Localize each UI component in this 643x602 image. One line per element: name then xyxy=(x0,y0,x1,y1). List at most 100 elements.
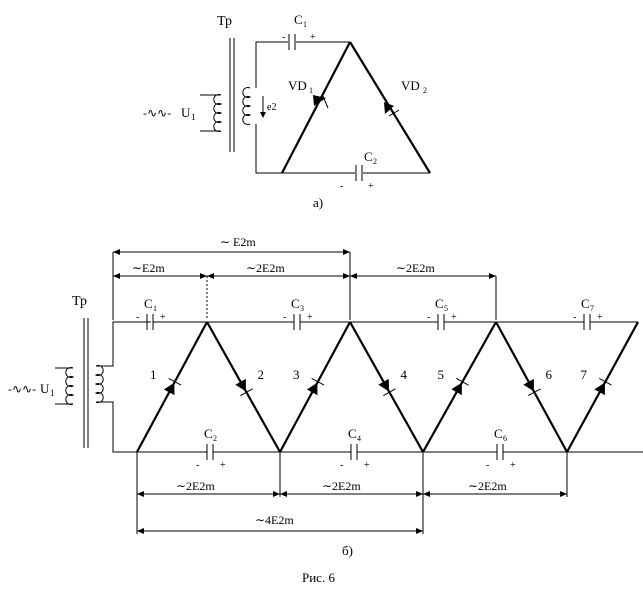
fig-b-diode-bar xyxy=(456,377,469,386)
fig-b-bottom-cap-3-sub: 6 xyxy=(503,434,507,443)
fig-b-primary-winding xyxy=(65,367,75,405)
fig-b-bottom-cap-1-sub: 2 xyxy=(213,434,217,443)
fig-b-diode-number: 2 xyxy=(258,367,265,382)
fig-b-diode-triangle xyxy=(306,382,318,396)
fig-b-source-tilde: -∿∿- xyxy=(8,382,36,396)
fig-b-bottom-cap-1-label: C xyxy=(204,426,213,441)
fig-b-top-cap-1-plus: + xyxy=(160,312,166,323)
fig-b-dim-top-1 xyxy=(113,273,207,279)
fig-b-dim-label-bot-2: ∼2E2m xyxy=(322,479,361,493)
fig-a-c2-label: C xyxy=(364,149,373,164)
fig-b-diode-number: 4 xyxy=(401,367,408,382)
figure-a: Тр e2 -∿∿- U 1 C 1 - + C 2 - + xyxy=(143,12,431,210)
fig-b-diode-icon xyxy=(235,378,253,397)
fig-a-emf-arrowhead xyxy=(260,112,266,118)
fig-b-diode-bar xyxy=(598,377,612,386)
fig-b-bottom-cap-3-plus: + xyxy=(510,460,516,471)
fig-b-diode-triangle xyxy=(235,378,246,392)
fig-a-vd1-label: VD xyxy=(288,78,307,93)
fig-b-diode-number: 3 xyxy=(293,367,300,382)
fig-b-diode-icon xyxy=(594,377,612,396)
figure-caption: Рис. 6 xyxy=(302,570,335,585)
fig-a-vd2-label: VD xyxy=(401,78,420,93)
fig-b-caption: б) xyxy=(342,543,353,558)
fig-a-source-tilde: -∿∿- xyxy=(143,106,171,120)
fig-b-dim-label-top-1: ∼E2m xyxy=(132,261,165,275)
fig-a-vd1-sub: 1 xyxy=(309,86,313,95)
fig-b-top-cap-4-label: C xyxy=(581,296,590,311)
figure-b: ∼ E2m ∼E2m ∼2E2m ∼2E2m ∼2E2m ∼2E2m ∼2E2m… xyxy=(8,235,643,558)
fig-b-dim-top-full xyxy=(113,249,350,255)
fig-b-top-cap-4-sub: 7 xyxy=(590,304,594,313)
fig-b-diode-number: 7 xyxy=(581,367,588,382)
fig-b-dim-label-top-3: ∼2E2m xyxy=(396,261,435,275)
fig-a-source-sub: 1 xyxy=(191,112,196,122)
fig-b-dim-label-top-full: ∼ E2m xyxy=(220,235,256,249)
fig-b-rails xyxy=(113,321,643,453)
fig-b-top-cap-2-sub: 3 xyxy=(300,304,304,313)
fig-a-wire-top-left xyxy=(255,41,288,88)
fig-a-transformer-label: Тр xyxy=(217,14,232,29)
fig-b-diode-icon xyxy=(451,377,469,396)
fig-b-bottom-cap-1-minus: - xyxy=(196,460,199,471)
fig-b-diode-triangle xyxy=(378,378,389,392)
fig-b-bottom-cap-1-plus: + xyxy=(220,460,226,471)
fig-a-vd1-diode-icon xyxy=(313,93,329,109)
fig-b-secondary-winding xyxy=(94,365,104,403)
fig-a-c1-plus: + xyxy=(310,32,316,43)
fig-b-bottom-cap-3-minus: - xyxy=(486,460,489,471)
fig-b-dim-top-3 xyxy=(350,273,496,279)
fig-b-diode-triangle xyxy=(523,378,534,392)
fig-a-wire-bottom-left xyxy=(255,124,355,174)
fig-b-bottom-cap-2-sub: 4 xyxy=(357,434,361,443)
fig-a-c1-minus: - xyxy=(282,32,285,43)
fig-b-diode-icon xyxy=(306,377,325,396)
fig-b-diode-bar xyxy=(527,388,541,397)
fig-b-top-cap-3-plus: + xyxy=(451,312,457,323)
fig-a-c1-label: C xyxy=(294,12,303,27)
fig-b-top-cap-2-label: C xyxy=(291,296,300,311)
fig-a-vd1-branch xyxy=(281,41,351,174)
fig-b-diode-triangle xyxy=(451,382,462,396)
fig-b-diode-icon xyxy=(523,378,541,397)
fig-b-dim-bot-full xyxy=(137,528,423,534)
fig-b-top-cap-3-minus: - xyxy=(427,312,430,323)
fig-b-diode-bar xyxy=(311,377,325,386)
fig-b-dim-top-2 xyxy=(207,273,350,279)
fig-b-bottom-cap-2-minus: - xyxy=(340,460,343,471)
fig-b-dim-label-bot-3: ∼2E2m xyxy=(468,479,507,493)
fig-b-top-cap-4-plus: + xyxy=(597,312,603,323)
fig-b-diode-bar xyxy=(240,388,253,397)
fig-b-top-cap-2-minus: - xyxy=(283,312,286,323)
fig-b-bottom-cap-2-plus: + xyxy=(364,460,370,471)
fig-b-dim-label-bot-full: ∼4E2m xyxy=(255,513,294,527)
fig-b-diode-number: 1 xyxy=(150,367,157,382)
fig-b-diode-bar xyxy=(383,388,396,397)
fig-b-bottom-cap-2-label: C xyxy=(348,426,357,441)
fig-b-top-cap-1-label: C xyxy=(144,296,153,311)
fig-b-dim-label-bot-1: ∼2E2m xyxy=(176,479,215,493)
fig-b-top-cap-3-label: C xyxy=(435,296,444,311)
fig-b-dim-bot-3 xyxy=(423,491,567,497)
fig-b-diode-icon xyxy=(163,377,182,396)
fig-a-source-label: U xyxy=(181,105,191,120)
fig-b-source-label: U xyxy=(40,381,50,396)
fig-b-secondary-top-wire xyxy=(96,321,151,367)
fig-b-top-cap-1-minus: - xyxy=(136,312,139,323)
fig-a-vd2-sub: 2 xyxy=(423,86,427,95)
fig-a-c2-plus: + xyxy=(368,181,374,192)
fig-b-bottom-cap-3-label: C xyxy=(494,426,503,441)
fig-b-dim-bot-2 xyxy=(280,491,423,497)
fig-b-diode-bar xyxy=(168,377,182,386)
fig-b-top-cap-1-sub: 1 xyxy=(153,304,157,313)
fig-b-top-cap-4-minus: - xyxy=(573,312,576,323)
fig-b-secondary-bottom-wire xyxy=(96,401,137,453)
fig-b-source-sub: 1 xyxy=(50,388,55,398)
fig-a-caption: а) xyxy=(313,195,323,210)
fig-a-vd2-diode-icon xyxy=(384,102,400,117)
fig-a-primary-winding xyxy=(213,94,223,132)
fig-b-diode-icon xyxy=(378,378,396,397)
